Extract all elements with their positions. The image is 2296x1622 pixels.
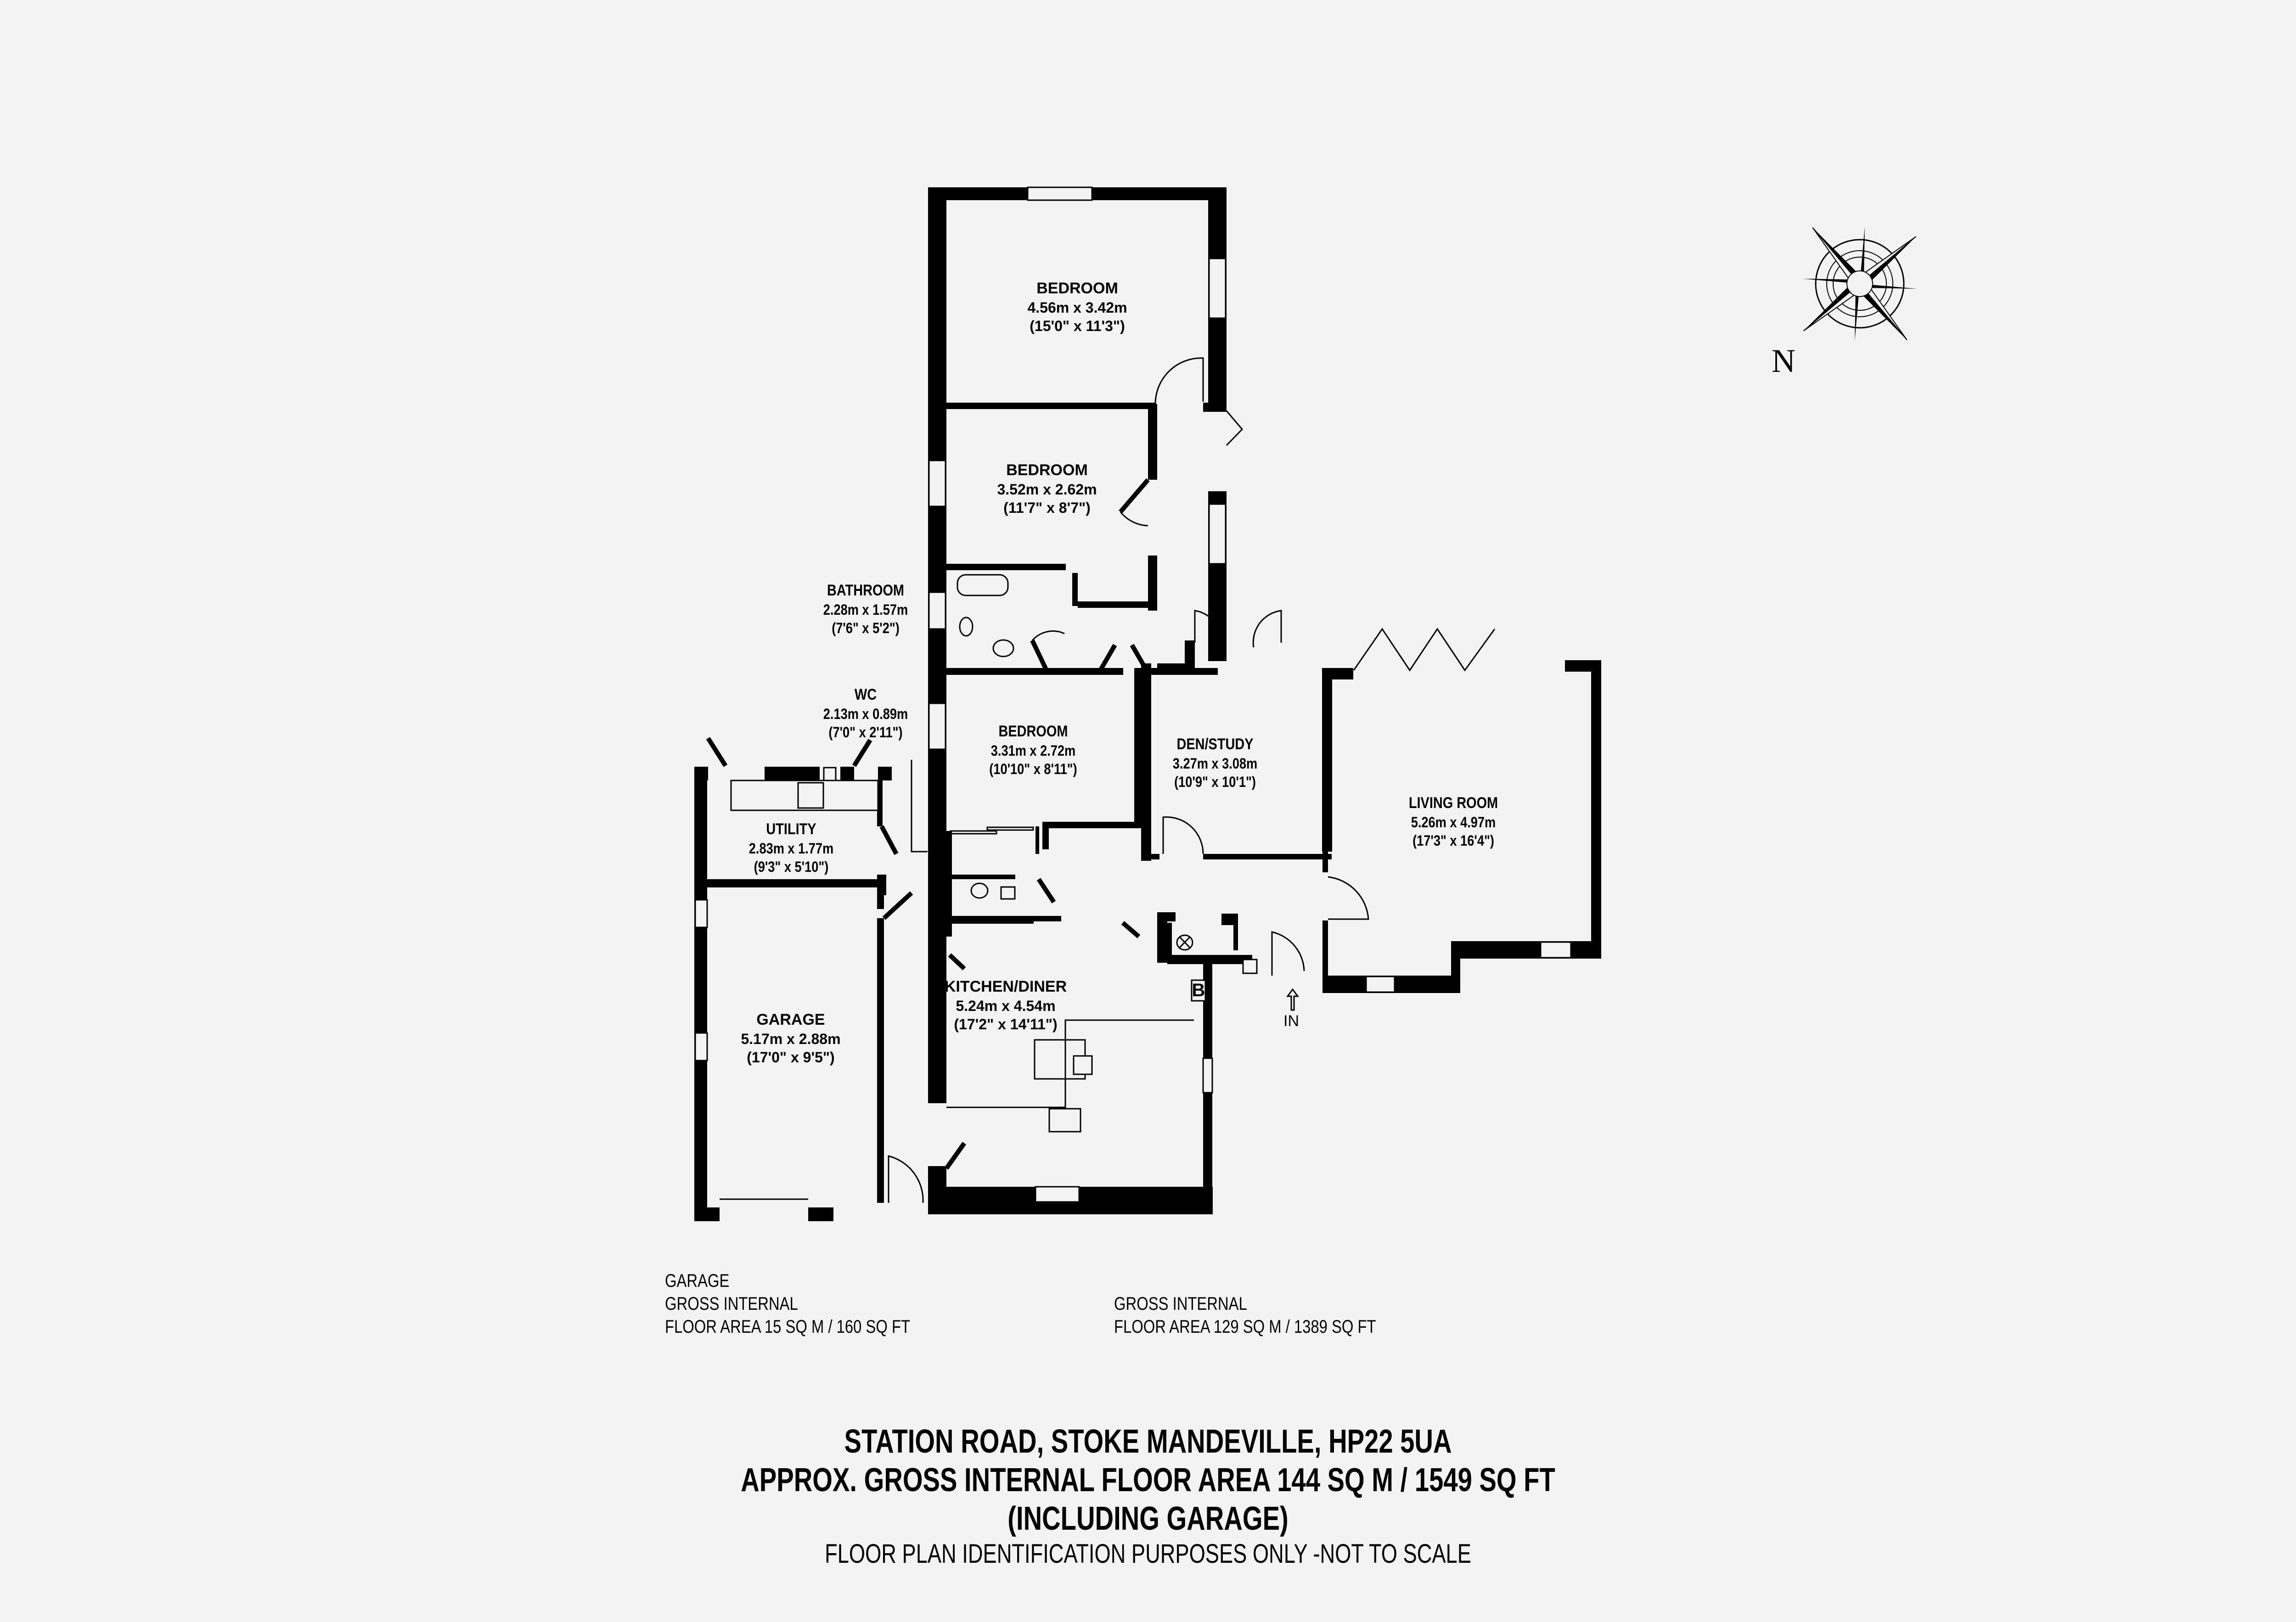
living-room-window-south	[1365, 976, 1396, 993]
toilet-wc	[970, 882, 989, 899]
garage-window-top	[694, 899, 708, 928]
garage-window-bottom	[694, 1032, 708, 1061]
utility-window	[823, 767, 837, 781]
room-label-den-study: DEN/STUDY 3.27m x 3.08m (10'9" x 10'1")	[1172, 735, 1258, 790]
living-room-door-swing	[1328, 876, 1369, 920]
entrance-side-window	[1242, 959, 1258, 974]
garage-walls	[694, 886, 884, 1221]
utility-walls	[694, 767, 892, 1207]
kitchen-sink	[1048, 1108, 1081, 1133]
entrance-arrow	[1286, 988, 1299, 1011]
bathroom-window	[928, 591, 946, 630]
compass-north-label: N	[1772, 342, 1795, 379]
address-title: STATION ROAD, STOKE MANDEVILLE, HP22 5UA	[844, 1423, 1452, 1460]
kitchen-window-east	[1202, 1057, 1213, 1094]
cupboard	[1166, 923, 1193, 957]
front-door-swing	[1271, 931, 1305, 976]
disclaimer: FLOOR PLAN IDENTIFICATION PURPOSES ONLY …	[825, 1539, 1471, 1569]
total-area: APPROX. GROSS INTERNAL FLOOR AREA 144 SQ…	[741, 1462, 1555, 1499]
bedroom-2-door-swing	[1120, 511, 1148, 527]
hall-window-bay	[1226, 410, 1244, 446]
bedroom-3-walls	[946, 668, 1218, 849]
hob	[1073, 1055, 1093, 1075]
garage-side-door	[882, 891, 913, 920]
room-label-bedroom-1: BEDROOM 4.56m x 3.42m (15'0" x 11'3")	[1027, 280, 1127, 334]
wc-door	[1036, 878, 1056, 904]
utility-door-left	[706, 737, 728, 767]
bedroom-3-sliding-door	[950, 826, 1034, 835]
room-label-wc: WC 2.13m x 0.89m (7'0" x 2'11")	[823, 686, 908, 741]
bedroom-1-door-swing	[1154, 357, 1204, 404]
including-garage-note: (INCLUDING GARAGE)	[1007, 1500, 1289, 1537]
room-label-bedroom-2: BEDROOM 3.52m x 2.62m (11'7" x 8'7")	[997, 461, 1097, 516]
footer-title-block: STATION ROAD, STOKE MANDEVILLE, HP22 5UA…	[741, 1422, 1555, 1570]
kitchen-window-south	[1035, 1186, 1080, 1203]
hall-line	[911, 760, 928, 853]
living-room-window-east	[1540, 941, 1572, 959]
room-label-garage: GARAGE 5.17m x 2.88m (17'0" x 9'5")	[741, 1011, 841, 1066]
room-label-utility: UTILITY 2.83m x 1.77m (9'3" x 5'10")	[748, 820, 834, 875]
garage-rear-door	[888, 1155, 924, 1203]
utility-door-right	[852, 739, 872, 767]
room-label-living-room: LIVING ROOM 5.26m x 4.97m (17'3" x 16'4"…	[1408, 794, 1498, 849]
boiler-label: B	[1192, 980, 1205, 1000]
kitchen-door	[944, 1142, 967, 1170]
bathroom-door	[1030, 639, 1049, 673]
boiler-box	[1191, 979, 1206, 1002]
kitchen-pantry-door	[948, 953, 966, 971]
room-label-bathroom: BATHROOM 2.28m x 1.57m (7'6" x 5'2")	[823, 582, 908, 636]
living-bifold-doors	[1353, 628, 1496, 672]
garage-area-note: GARAGE GROSS INTERNAL FLOOR AREA 15 SQ M…	[665, 1271, 911, 1337]
bedroom-2-window	[928, 460, 946, 507]
basin-bathroom	[992, 639, 1014, 657]
bedroom-2-door	[1119, 478, 1150, 514]
room-label-kitchen-diner: KITCHEN/DINER 5.24m x 4.54m (17'2" x 14'…	[944, 978, 1067, 1033]
house-area-note: GROSS INTERNAL FLOOR AREA 129 SQ M / 138…	[1114, 1294, 1376, 1337]
utility-sink	[797, 782, 824, 809]
hall-door-left	[1097, 644, 1117, 673]
compass-rose-icon	[1802, 226, 1917, 341]
bedroom-3-window	[928, 702, 946, 750]
bedroom-1-windows	[1027, 186, 1227, 565]
utility-inner-door	[879, 825, 899, 855]
basin-wc	[1000, 886, 1016, 900]
den-french-doors	[1194, 610, 1282, 648]
den-door-swing	[1162, 816, 1204, 854]
kitchen-hall-door	[1121, 921, 1141, 938]
room-label-bedroom-3: BEDROOM 3.31m x 2.72m (10'10" x 8'11")	[989, 723, 1077, 777]
entrance-label: IN	[1283, 1012, 1299, 1030]
bathtub	[957, 574, 1009, 596]
toilet-bathroom	[959, 617, 974, 637]
kitchen-worktop	[946, 1019, 1194, 1108]
